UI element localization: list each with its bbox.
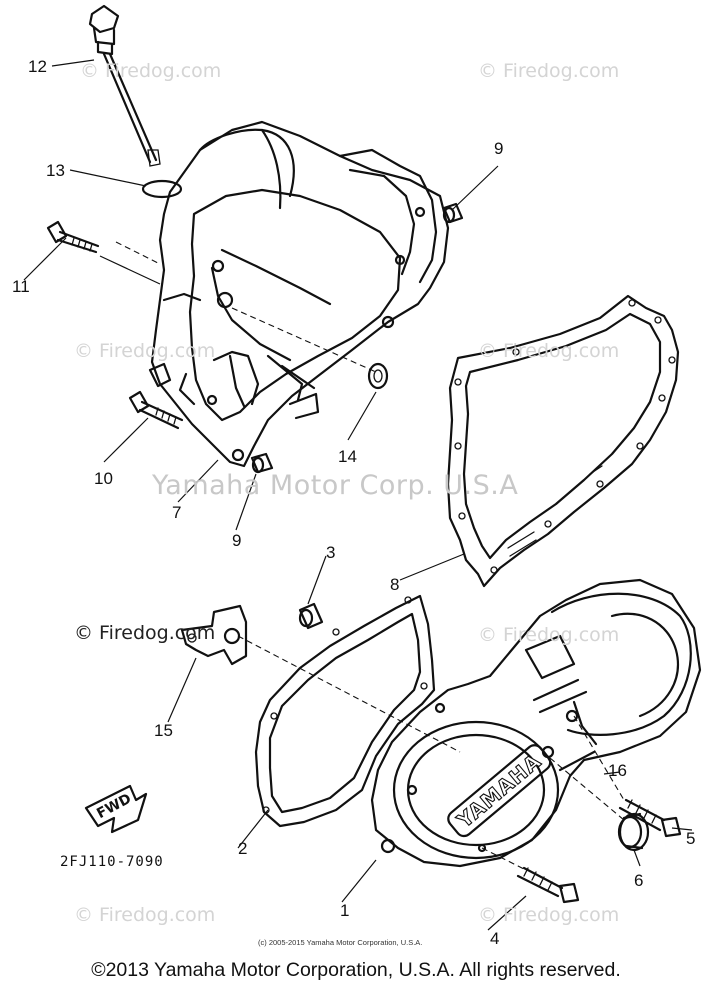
callout-6: 6 [634,871,644,890]
leader-lines [23,59,693,931]
watermark-firedog: © Firedog.com [74,904,216,926]
callout-10: 10 [94,469,113,488]
callout-11: 11 [12,277,30,296]
callout-16: 16 [608,761,627,780]
callout-2: 2 [238,839,248,858]
callout-5: 5 [686,829,696,848]
callout-3: 3 [326,543,336,562]
watermark-firedog: © Firedog.com [478,624,620,646]
part-5-bolt[interactable] [618,798,682,838]
part-4-bolt[interactable] [516,866,580,904]
watermark-firedog: © Firedog.com [74,340,216,362]
part-9-dowel-pin-upper[interactable] [442,202,464,224]
watermark-firedog: © Firedog.com [80,60,222,82]
diagram-code: 2FJ110-7090 [60,854,164,870]
part-8-gasket[interactable] [446,294,680,588]
part-3-dowel-pin[interactable] [298,602,324,630]
part-10-bolt[interactable] [128,390,184,430]
callout-4: 4 [490,929,500,948]
callout-1: 1 [340,901,350,920]
callout-9-upper: 9 [494,139,504,158]
callout-12: 12 [28,57,47,76]
small-copyright: (c) 2005-2015 Yamaha Motor Corporation, … [258,938,423,947]
part-7-crankcase-cover[interactable] [148,120,450,468]
cover-logo-panel: YAMAHA [447,744,552,838]
part-12-dipstick[interactable] [88,4,161,167]
watermark-firedog: © Firedog.com [478,904,620,926]
watermark-yamaha: Yamaha Motor Corp. U.S.A [152,470,519,501]
callout-9-lower: 9 [232,531,242,550]
part-11-bolt[interactable] [46,220,100,254]
part-9-dowel-pin-lower[interactable] [250,452,274,474]
fwd-arrow: FWD [84,784,148,834]
part-14-oil-seal[interactable] [367,362,389,390]
callout-13: 13 [46,161,65,180]
callout-8: 8 [390,575,400,594]
callout-15: 15 [154,721,173,740]
callout-14: 14 [338,447,357,466]
part-13-o-ring[interactable] [141,179,183,199]
watermark-firedog-dark: © Firedog.com [74,622,216,644]
watermark-firedog: © Firedog.com [478,340,620,362]
part-1-crankcase-cover-outer[interactable] [370,578,702,868]
watermark-firedog: © Firedog.com [478,60,620,82]
copyright-footer: ©2013 Yamaha Motor Corporation, U.S.A. A… [91,959,621,981]
callout-7: 7 [172,503,182,522]
